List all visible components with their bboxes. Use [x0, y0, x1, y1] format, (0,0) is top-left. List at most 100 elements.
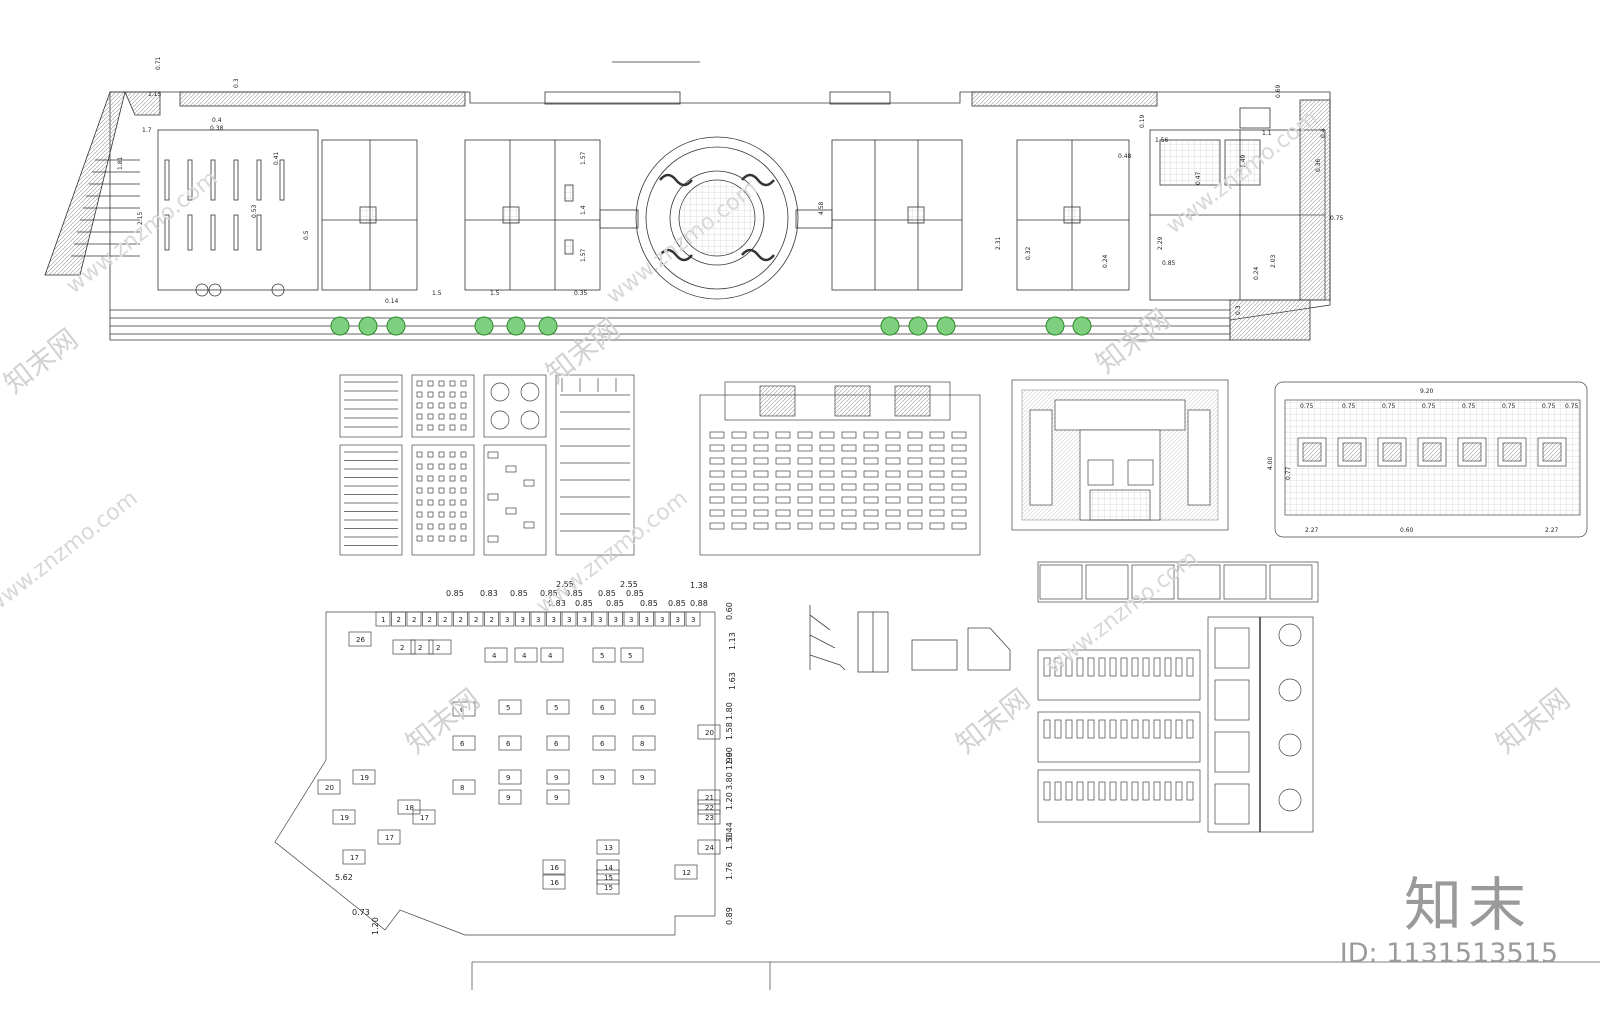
unit-rack [1131, 781, 1139, 801]
dimension-label: 0.3 [233, 78, 240, 88]
dimension-label: 1.20 [725, 792, 734, 810]
central-rotunda [599, 136, 833, 300]
stall-number: 9 [506, 794, 510, 802]
stall-number: 6 [600, 704, 605, 712]
stall-number: 5 [506, 704, 510, 712]
stall-cell [697, 839, 721, 855]
display-table [438, 499, 445, 506]
store-rack [907, 457, 923, 465]
stall-cell [697, 799, 721, 815]
round-display [1278, 733, 1302, 757]
dimension-label: 0.85 [540, 589, 558, 598]
display-table [438, 402, 445, 409]
stall-cell [352, 769, 376, 785]
unit-rack [1076, 781, 1084, 801]
display-table [487, 493, 499, 501]
display-table [416, 391, 423, 398]
stall-number: 9 [600, 774, 604, 782]
stall-cell [697, 789, 721, 805]
display-table [416, 424, 423, 431]
store-rack [885, 431, 901, 439]
store-rack [731, 444, 747, 452]
unit-rack [1186, 719, 1194, 739]
dimension-label: 0.85 [446, 589, 464, 598]
display-table [438, 475, 445, 482]
store-rack [775, 470, 791, 478]
dimension-label: 0.19 [1139, 114, 1146, 128]
display-table [427, 413, 434, 420]
dimension-label: 1.76 [725, 862, 734, 880]
stall-number: 12 [682, 869, 691, 877]
stall-number: 13 [604, 844, 613, 852]
stall-cell [542, 874, 566, 890]
display-table [449, 391, 456, 398]
fixture-elevations [809, 605, 1011, 673]
dimension-label: 2.03 [1270, 254, 1277, 268]
display-table [523, 479, 535, 487]
dimension-label: 1.50 [725, 832, 734, 850]
dimension-label: 0.53 [251, 204, 258, 218]
dimension-label: 0.4 [212, 117, 222, 124]
store-rack [775, 431, 791, 439]
round-display [520, 410, 540, 430]
unit-rack [1120, 719, 1128, 739]
stall-cell [596, 879, 620, 895]
round-display [520, 382, 540, 402]
store-rack [863, 431, 879, 439]
display-table [449, 402, 456, 409]
display-table [449, 523, 456, 530]
stall-number: 6 [640, 704, 645, 712]
display-table [438, 487, 445, 494]
unit-cell [1177, 564, 1221, 600]
dimension-label: 1.90 [725, 752, 734, 770]
column-core [1382, 442, 1402, 462]
dimension-label: 0.3 [1235, 305, 1242, 315]
unit-rack [1153, 657, 1161, 677]
display-table [438, 424, 445, 431]
stall-cell [484, 647, 508, 663]
stall-number: 2 [443, 616, 447, 624]
store-rack [709, 509, 725, 517]
stall-cell [623, 611, 639, 627]
dimension-label: 0.47 [1195, 171, 1202, 185]
unit-cell [1085, 564, 1129, 600]
stall-number: 16 [550, 864, 559, 872]
dimension-label: 0.75 [1502, 403, 1516, 410]
stall-number: 24 [705, 844, 714, 852]
display-table [460, 499, 467, 506]
stall-number: 23 [705, 814, 714, 822]
landscape-trees [330, 316, 1092, 336]
stall-cell [375, 611, 391, 627]
stall-cell [422, 611, 437, 627]
stall-number: 9 [640, 774, 644, 782]
store-rack [819, 431, 835, 439]
stall-cell [697, 724, 721, 740]
dimension-label: 0.89 [725, 907, 734, 925]
stall-number: 18 [405, 804, 414, 812]
stall-cell [437, 611, 453, 627]
stall-cell [608, 611, 623, 627]
dimension-label: 2.55 [620, 580, 638, 589]
stall-number: 4 [522, 652, 527, 660]
unit-rack [1065, 657, 1073, 677]
unit-rack [1131, 657, 1139, 677]
store-rack [731, 470, 747, 478]
store-rack [797, 470, 813, 478]
unit-rack [1186, 657, 1194, 677]
stall-cell [515, 611, 530, 627]
dimension-label: 0.85 [565, 589, 583, 598]
display-table [438, 463, 445, 470]
display-table [460, 380, 467, 387]
store-rack [819, 444, 835, 452]
unit-rack [1065, 719, 1073, 739]
display-table [449, 463, 456, 470]
unit-rack [1120, 781, 1128, 801]
store-rack [841, 470, 857, 478]
display-table [460, 451, 467, 458]
dimension-label: 0.77 [1285, 466, 1292, 480]
store-rack [709, 496, 725, 504]
dimension-label: 1.5 [432, 290, 442, 297]
store-rack [907, 483, 923, 491]
dimension-label: 1.4 [580, 205, 587, 215]
